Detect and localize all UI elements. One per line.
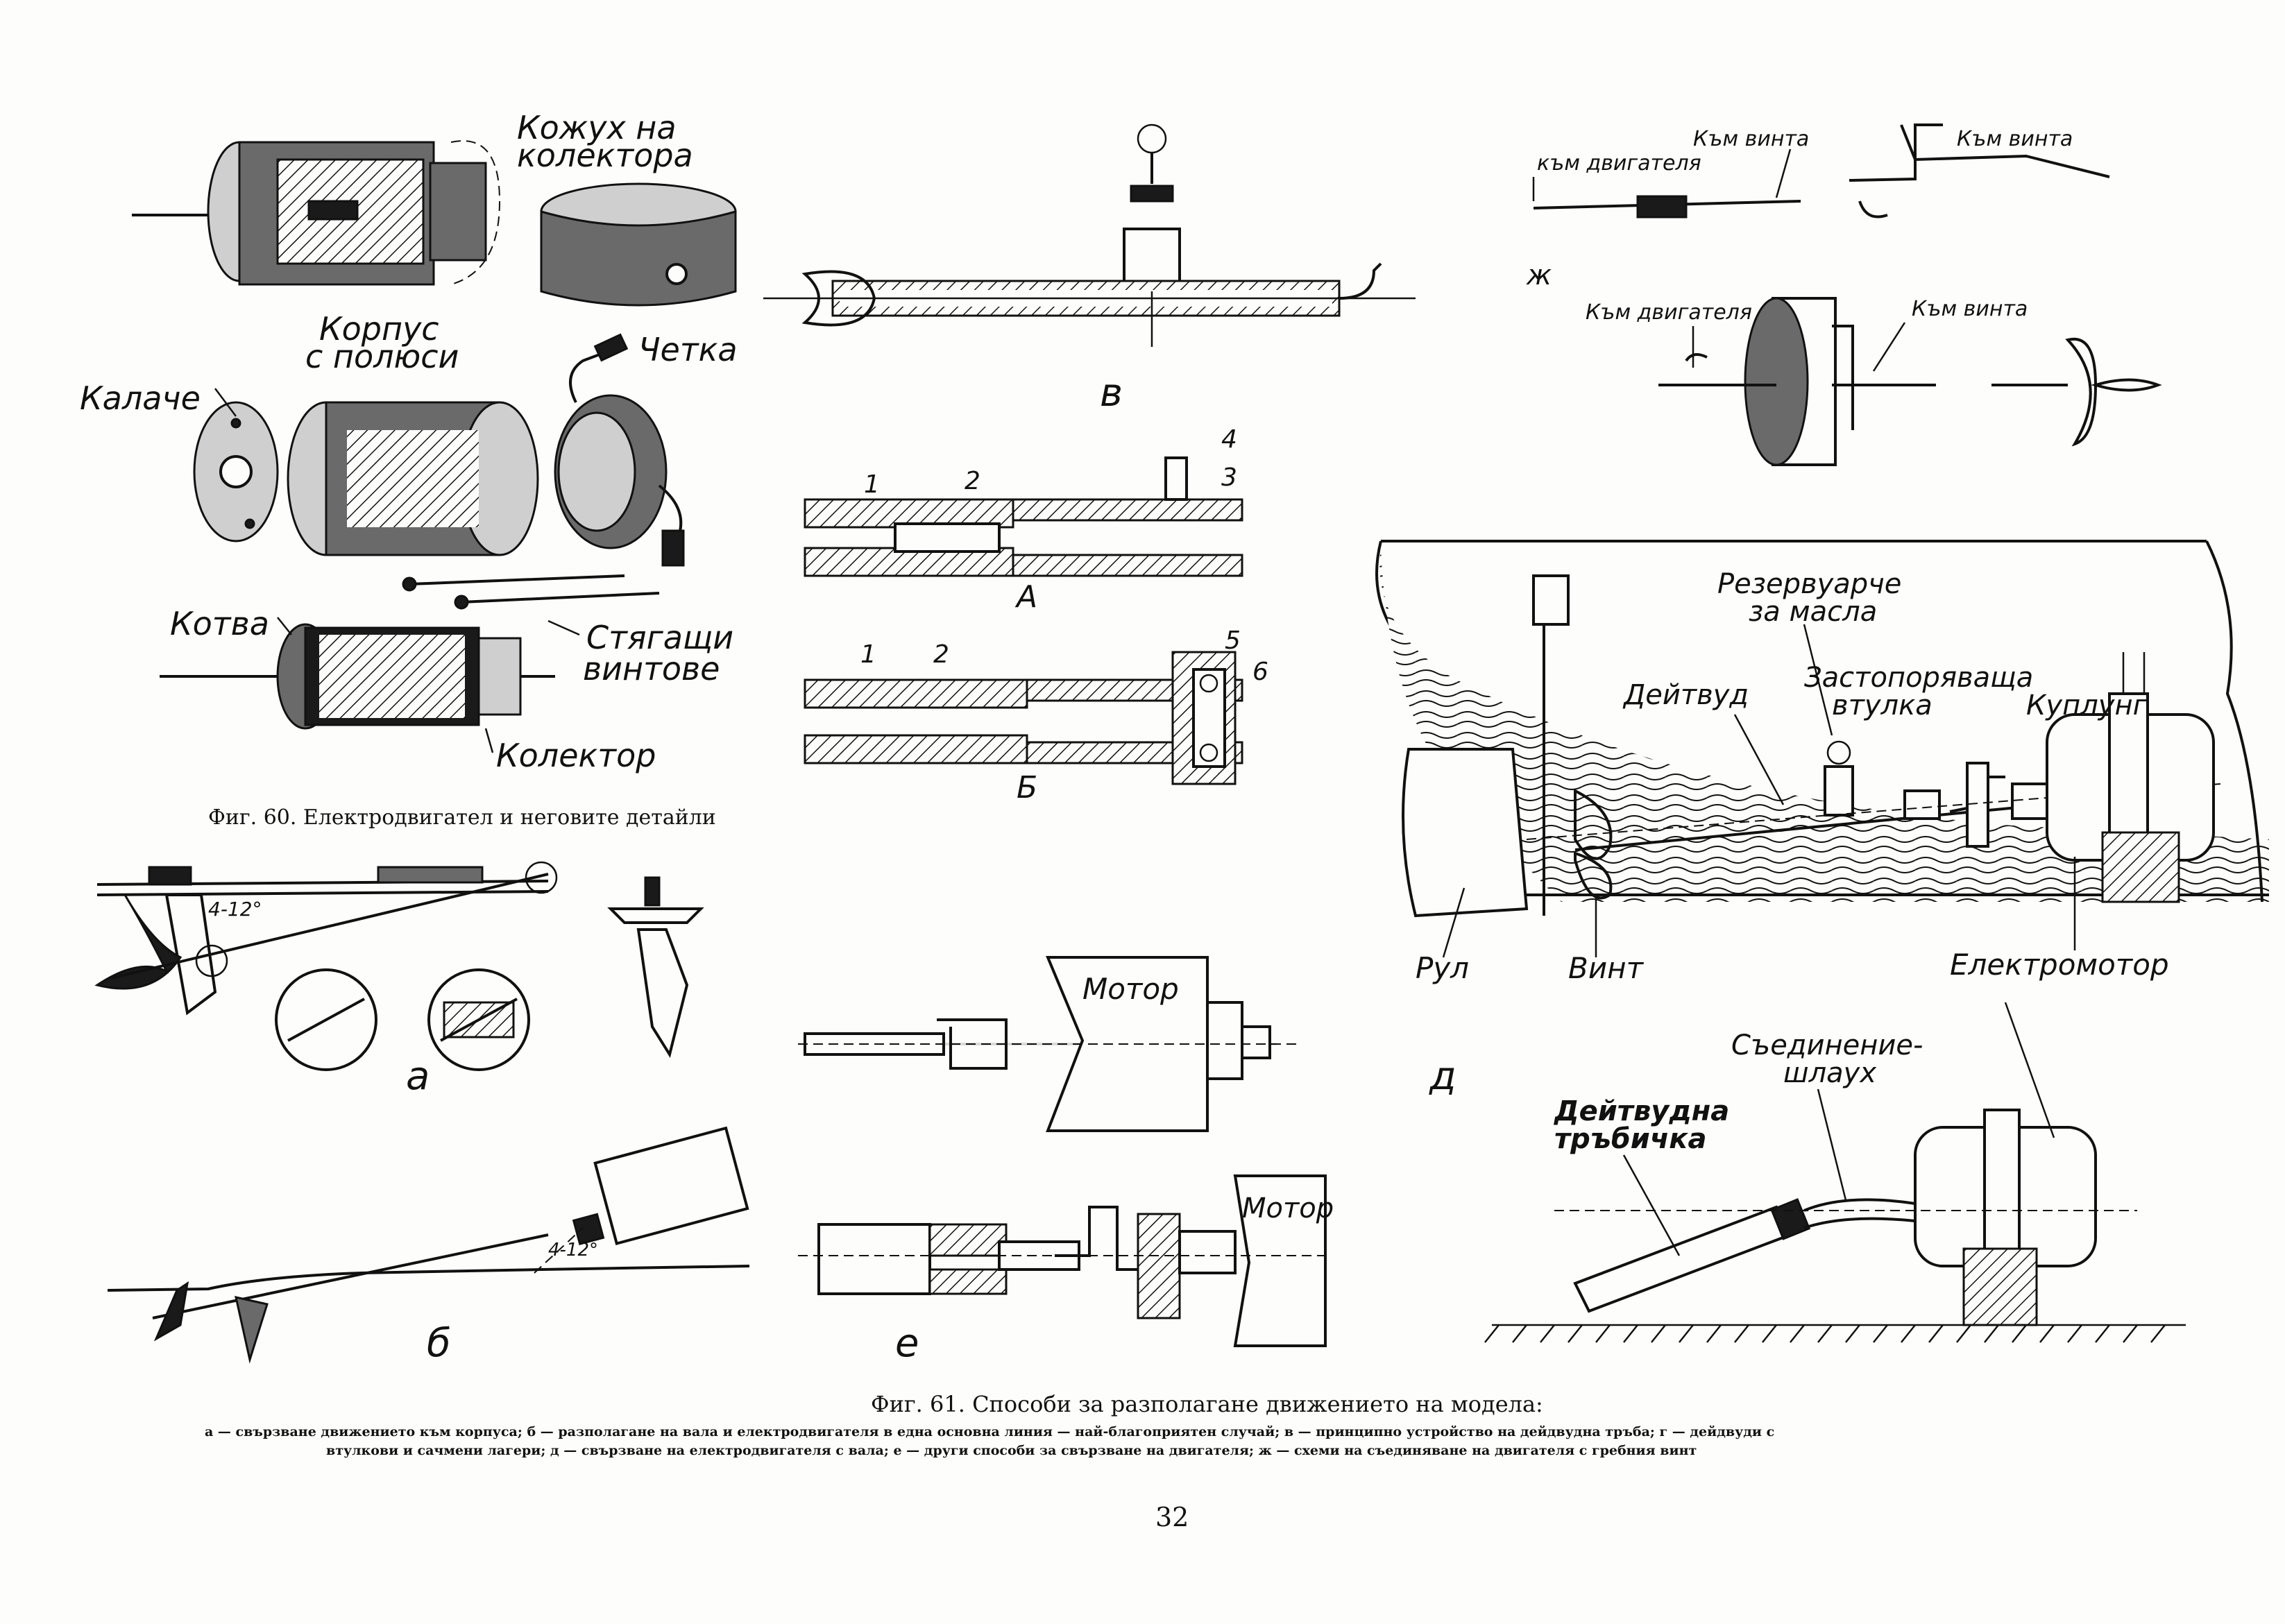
- collector-cover: [540, 182, 737, 307]
- fig61-caption: Фиг. 61. Способи за разполагане движение…: [871, 1391, 1543, 1417]
- d-label-za-masla: за масла: [1749, 596, 1877, 628]
- label-chetka: Четка: [638, 331, 738, 368]
- fig61a-drawing: 4-12°: [94, 861, 704, 1071]
- d-label-rezervuarche: Резервуарче: [1717, 568, 1901, 600]
- armature-kotva: [160, 623, 555, 730]
- label-vintove: винтове: [583, 650, 720, 687]
- section-b-number-6: 6: [1252, 658, 1268, 686]
- label-kolektor: Колектор: [496, 737, 656, 774]
- d-label-elektromotor: Електромотор: [1950, 948, 2169, 982]
- d-label-vtulka: втулка: [1832, 690, 1933, 721]
- fig60-motor-drawing: [132, 140, 501, 286]
- zh-label-kum-vinta-2: Към винта: [1957, 127, 2073, 151]
- label-s-polyusi: с полюси: [305, 338, 459, 375]
- motor-label-2: Мотор: [1242, 1193, 1334, 1224]
- motor-label-1: Мотор: [1082, 972, 1179, 1006]
- fig61e-motor-bottom: Мотор: [798, 1174, 1334, 1347]
- fig60-caption: Фиг. 60. Електродвигател и неговите дета…: [208, 805, 716, 830]
- fig61d-hull: [1375, 540, 2270, 918]
- fig61e-letter: е: [895, 1321, 919, 1366]
- d-label-deytvud: Дейтвуд: [1622, 679, 1749, 711]
- fig61a-angle: 4-12°: [208, 898, 262, 921]
- section-a-number-3: 3: [1221, 463, 1237, 492]
- fig61b-drawing: 4-12°: [107, 1126, 750, 1364]
- page-number: 32: [1155, 1502, 1189, 1532]
- d-label-zastopoyavashta: Застопоряваща: [1804, 662, 2033, 694]
- zh-label-kum-vinta-1: Към винта: [1693, 127, 1809, 151]
- fig61zh-couplings: [1533, 123, 2162, 466]
- fig61zh-letter: ж: [1526, 259, 1552, 291]
- zh-label-kum-dvigatelya-1: към двигателя: [1537, 151, 1701, 176]
- housing-with-poles: [287, 401, 539, 556]
- brush-holder: [554, 333, 685, 567]
- fig61b-letter: б: [427, 1321, 451, 1366]
- section-b-number-5: 5: [1225, 626, 1241, 655]
- fig61d-letter: д: [1429, 1054, 1456, 1099]
- fig61b-angle: 4-12°: [548, 1240, 598, 1260]
- label-korpus: Корпус: [319, 310, 439, 348]
- section-b-number-2: 2: [933, 640, 949, 669]
- fig61e-motor-top: Мотор: [798, 956, 1298, 1132]
- fig61a-letter: а: [406, 1054, 430, 1099]
- lower-label-sedinenie: Съединение-: [1731, 1029, 1923, 1061]
- section-a-number-4: 4: [1221, 425, 1237, 454]
- lower-label-trubichka: тръбичка: [1554, 1123, 1706, 1155]
- label-kotva: Котва: [170, 605, 269, 642]
- end-cap-kalache: [193, 401, 279, 542]
- zh-label-kum-dvigatelya-2: Към двигателя: [1586, 300, 1752, 325]
- section-a-number-1: 1: [864, 470, 880, 499]
- fig61v-letter: в: [1100, 370, 1123, 416]
- fig61-legend-line1: а — свързване движението към корпуса; б …: [205, 1424, 1774, 1439]
- fig61-legend-line2: втулкови и сачмени лагери; д — свързване…: [326, 1443, 1697, 1458]
- lower-label-deytvudna: Дейтвудна: [1553, 1095, 1729, 1127]
- fig61v-stern-tube: [763, 123, 1416, 347]
- section-b-letter: Б: [1017, 770, 1037, 805]
- section-a-number-2: 2: [965, 467, 980, 495]
- label-kozhuh: Кожух на: [517, 109, 677, 146]
- zh-label-kum-vinta-3: Към винта: [1912, 297, 2028, 321]
- fig61-section-B: [804, 651, 1243, 785]
- label-kalache: Калаче: [80, 379, 201, 417]
- d-label-kuplung: Куплунг: [2026, 690, 2148, 721]
- section-b-number-1: 1: [860, 640, 876, 669]
- d-label-vint: Винт: [1568, 951, 1645, 985]
- label-styagashti: Стягащи: [586, 619, 733, 656]
- fig61-section-A: [804, 456, 1243, 577]
- label-kolektora: колектора: [517, 137, 693, 174]
- tie-screws: [402, 574, 660, 610]
- lower-right-coupling: [1484, 1109, 2186, 1343]
- d-label-rul: Рул: [1416, 951, 1469, 985]
- lower-label-shlauh: шлаух: [1783, 1057, 1876, 1089]
- section-a-letter: А: [1014, 579, 1037, 615]
